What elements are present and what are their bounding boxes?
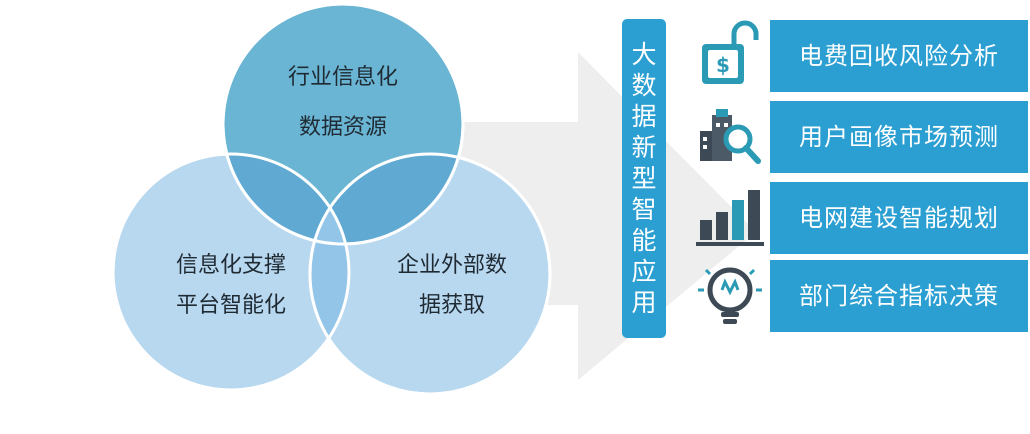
venn-outline-right [308,152,552,396]
app-label: 用户画像市场预测 [770,101,1028,173]
venn-outline-top [221,2,465,246]
venn-left-line2: 平台智能化 [175,293,286,318]
app-item-market-forecast: 用户画像市场预测 [690,101,1030,173]
banner-char: 新 [631,133,657,162]
banner-char: 据 [631,102,657,131]
banner-char: 应 [631,257,657,286]
banner-char: 数 [631,71,657,100]
svg-text:$: $ [716,53,730,77]
venn-top-line1: 行业信息化 [287,65,398,90]
app-label: 部门综合指标决策 [770,260,1028,332]
app-label: 电费回收风险分析 [770,20,1028,92]
venn-outline-left [111,152,351,392]
app-item-grid-planning: 电网建设智能规划 [690,182,1030,254]
venn-right-line1: 企业外部数 [396,253,507,278]
lightbulb-icon [698,267,762,324]
app-item-risk-analysis: $ 电费回收风险分析 [690,20,1030,92]
app-item-indicator-decision: 部门综合指标决策 [690,260,1030,332]
banner-char: 智 [631,195,657,224]
venn-top-line2: 数据资源 [298,115,387,140]
venn-left-line1: 信息化支撑 [175,253,286,278]
banner-char: 能 [631,226,657,255]
banner-char: 大 [631,40,657,69]
bar-chart-icon [696,190,764,246]
venn-top-label: 行业信息化 数据资源 [243,58,443,148]
building-magnifier-icon [700,109,761,164]
banner-char: 型 [631,164,657,193]
venn-left-label: 信息化支撑 平台智能化 [131,246,331,326]
venn-right-line2: 据获取 [418,293,485,318]
banner-char: 用 [631,288,657,317]
venn-overlap-top-right [310,154,463,244]
venn-overlap-top-left [223,154,349,244]
dollar-lock-icon: $ [702,20,759,84]
venn-right-label: 企业外部数 据获取 [352,246,552,326]
app-label: 电网建设智能规划 [770,182,1028,254]
vertical-banner: 大 数 据 新 型 智 能 应 用 [622,19,666,338]
